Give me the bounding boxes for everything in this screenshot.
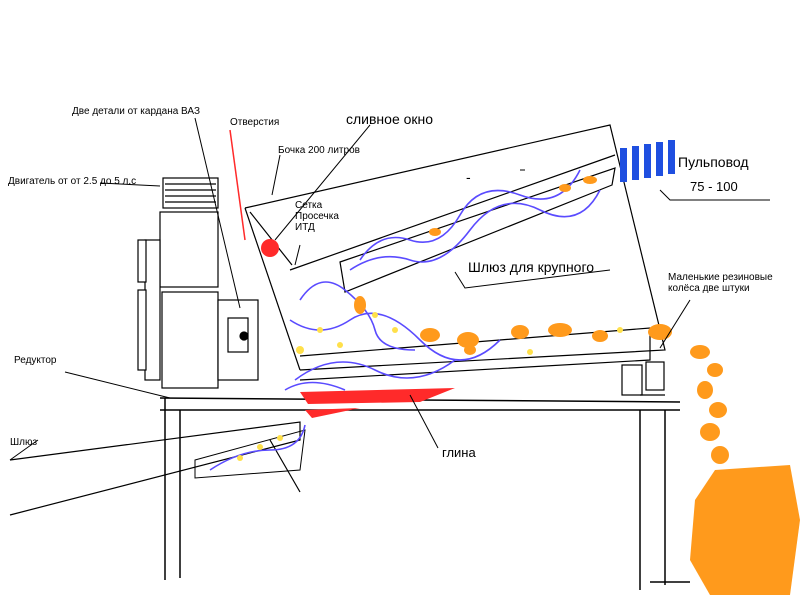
cardan-label: Две детали от кардана ВАЗ bbox=[72, 106, 200, 117]
wheels-label: Маленькие резиновые колёса две штуки bbox=[668, 272, 773, 294]
clay-label: глина bbox=[442, 445, 476, 460]
fine-particles bbox=[237, 312, 623, 461]
pulp-pipe-size-label: 75 - 100 bbox=[690, 179, 738, 194]
pipe-icon bbox=[620, 140, 675, 182]
reducer-label: Редуктор bbox=[14, 355, 57, 366]
large-sluice-label: Шлюз для крупного bbox=[468, 259, 595, 275]
mesh-label: Сетка Просечка ИТД bbox=[295, 200, 339, 233]
pulp-pipe-label: Пульповод bbox=[678, 154, 749, 170]
clay-streak bbox=[229, 129, 455, 418]
frame bbox=[159, 397, 690, 590]
sluice-label: Шлюз bbox=[10, 437, 38, 448]
minus-sign: - bbox=[466, 169, 471, 185]
engine-label: Двигатель от от 2.5 до 5 л.с bbox=[8, 176, 137, 187]
drain-window-label: сливное окно bbox=[346, 111, 434, 127]
barrel-label: Бочка 200 литров bbox=[278, 145, 360, 156]
ore-particles bbox=[354, 176, 800, 595]
wheel-icon bbox=[621, 361, 665, 396]
lower-sluice bbox=[9, 421, 306, 516]
callouts bbox=[9, 117, 770, 461]
holes-label: Отверстия bbox=[230, 117, 280, 128]
engine-icon bbox=[137, 177, 259, 389]
water-flow bbox=[209, 169, 601, 471]
